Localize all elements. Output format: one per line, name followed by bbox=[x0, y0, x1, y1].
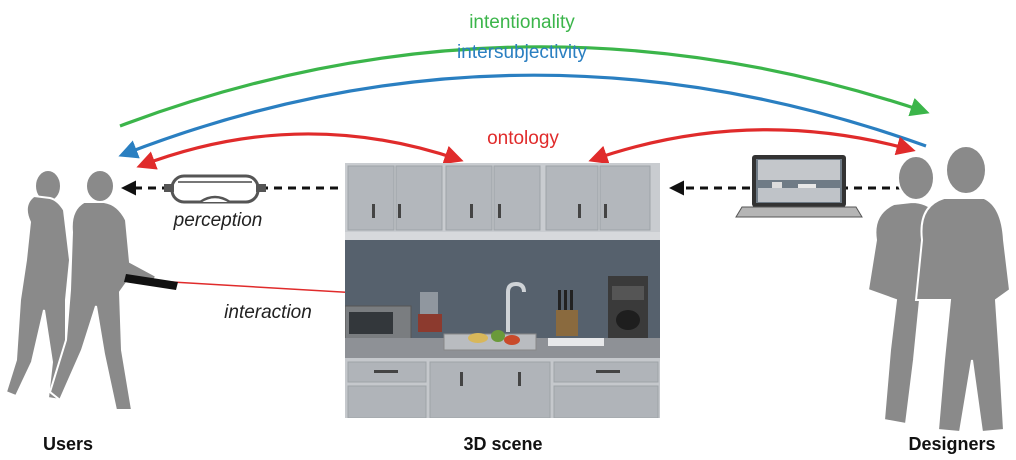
designers-label: Designers bbox=[908, 434, 995, 454]
ontology-arc-left bbox=[136, 132, 464, 170]
ontology-arc-right bbox=[588, 128, 916, 165]
vr-controller-icon bbox=[124, 274, 178, 290]
intersubjectivity-arc bbox=[118, 73, 927, 159]
users-label: Users bbox=[43, 434, 93, 454]
perception-label: perception bbox=[173, 210, 263, 231]
vr-goggles-icon bbox=[164, 174, 266, 204]
users-silhouette bbox=[4, 169, 178, 411]
intentionality-label: intentionality bbox=[469, 12, 575, 33]
kitchen-scene-image bbox=[345, 163, 660, 418]
user-figure-back bbox=[4, 169, 72, 402]
laptop-icon bbox=[735, 155, 863, 218]
interaction-label: interaction bbox=[224, 302, 312, 323]
user-figure-front bbox=[48, 169, 158, 411]
scene-label: 3D scene bbox=[463, 434, 542, 454]
intentionality-arc bbox=[119, 45, 930, 128]
designers-silhouette bbox=[866, 145, 1012, 434]
designer-figure-front bbox=[914, 145, 1012, 434]
intersubjectivity-label: intersubjectivity bbox=[457, 42, 587, 63]
designer-figure-back bbox=[866, 155, 938, 426]
ontology-label: ontology bbox=[487, 128, 559, 149]
